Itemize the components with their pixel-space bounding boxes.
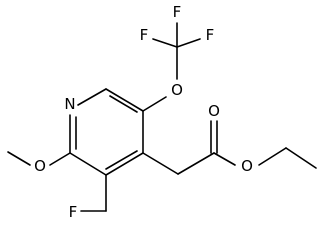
- bond-ethyl-ch2-ch3: [285, 147, 317, 169]
- atom-o-carbonyl: O: [208, 102, 220, 120]
- bond-c6-c5: [105, 88, 144, 112]
- bond-cf3-f-right: [176, 38, 201, 48]
- bond-c4-ch2: [142, 152, 179, 175]
- methoxy-group: [7, 151, 71, 166]
- bond-c4-c3-inner: [105, 150, 138, 170]
- bond-c6-c5-inner: [109, 95, 138, 113]
- atom-f-left: F: [140, 26, 149, 44]
- fluoromethyl-group: [80, 174, 107, 212]
- atom-o-ocf3: O: [171, 81, 183, 99]
- bond-c4-c3: [105, 152, 144, 176]
- atom-f-right: F: [206, 26, 215, 44]
- ethyl-acetate-chain: [142, 120, 317, 175]
- atom-f-top: F: [173, 3, 182, 21]
- bond-c5-o-ocf3: [142, 96, 167, 112]
- bond-o-methyl: [7, 151, 31, 166]
- pyridine-ring: [69, 88, 144, 176]
- atom-o-methoxy: O: [34, 157, 46, 175]
- trifluoromethoxy-group: [142, 22, 201, 112]
- bond-n-c6: [77, 88, 107, 106]
- bond-o-ethyl-ch2: [258, 147, 287, 166]
- bond-c3-c2: [69, 152, 107, 176]
- bond-cf3-f-left: [152, 38, 178, 48]
- atom-n-ring: N: [64, 95, 75, 113]
- bond-carbonyl-o-ester: [213, 152, 236, 166]
- bond-ch2-carbonyl: [177, 152, 215, 175]
- atom-o-ester: O: [241, 157, 253, 175]
- bond-c2-o-methoxy: [49, 152, 71, 166]
- atom-f-ch2f: F: [69, 203, 78, 221]
